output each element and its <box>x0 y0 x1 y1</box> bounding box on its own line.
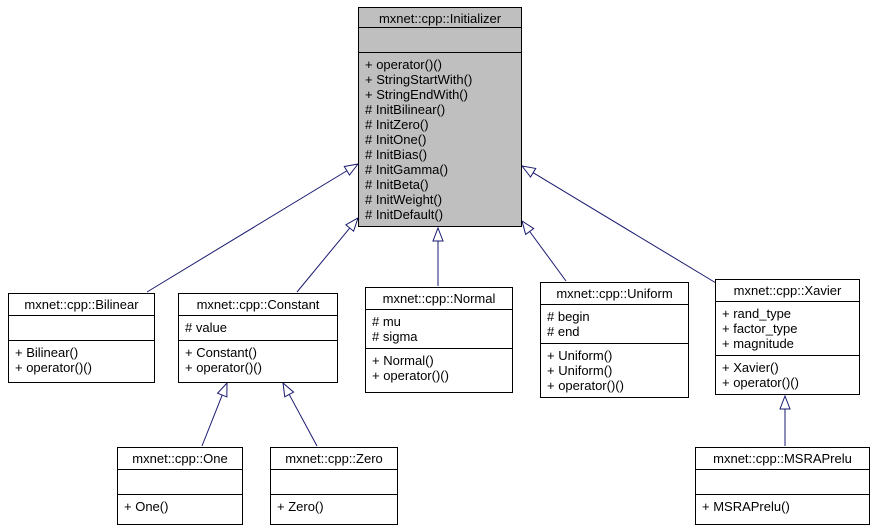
class-node-normal[interactable]: mxnet::cpp::Normal # mu # sigma + Normal… <box>365 287 513 393</box>
inheritance-arrow-xavier <box>520 165 717 284</box>
inheritance-arrow-zero <box>282 381 318 447</box>
class-node-bilinear[interactable]: mxnet::cpp::Bilinear + Bilinear() + oper… <box>8 293 155 383</box>
method: # InitBeta() <box>365 177 429 192</box>
attribute: + magnitude <box>722 336 794 351</box>
attributes-section <box>359 28 521 53</box>
method: + Bilinear() <box>15 345 79 360</box>
method: + Uniform() <box>547 348 613 363</box>
method: + operator()() <box>365 57 442 72</box>
attribute: # mu <box>372 314 401 329</box>
class-name: mxnet::cpp::One <box>118 448 242 470</box>
method: + MSRAPrelu() <box>702 499 790 514</box>
method: + Normal() <box>372 353 434 368</box>
inheritance-arrow-one <box>201 381 228 447</box>
class-node-msraprelu[interactable]: mxnet::cpp::MSRAPrelu + MSRAPrelu() <box>695 447 870 525</box>
method: # InitWeight() <box>365 192 443 207</box>
method: + operator()() <box>722 375 799 390</box>
attributes-section: + rand_type + factor_type + magnitude <box>716 302 859 356</box>
method: + Zero() <box>277 499 324 514</box>
attributes-section: # value <box>179 316 337 341</box>
method: + operator()() <box>547 378 624 393</box>
inheritance-arrow-normal <box>432 226 444 286</box>
method: + operator()() <box>185 360 262 375</box>
attribute: # begin <box>547 309 590 324</box>
attribute: + factor_type <box>722 321 798 336</box>
method: + Uniform() <box>547 363 613 378</box>
attributes-section: # begin # end <box>541 305 688 344</box>
method: # InitGamma() <box>365 162 449 177</box>
method: # InitBilinear() <box>365 102 446 117</box>
method: # InitZero() <box>365 117 429 132</box>
methods-section: + Normal() + operator()() <box>366 349 512 392</box>
class-name: mxnet::cpp::MSRAPrelu <box>696 448 869 470</box>
class-name: mxnet::cpp::Initializer <box>359 8 521 28</box>
method: + StringEndWith() <box>365 87 468 102</box>
class-node-zero[interactable]: mxnet::cpp::Zero + Zero() <box>270 447 398 525</box>
attribute: # value <box>185 320 227 335</box>
methods-section: + MSRAPrelu() <box>696 495 869 524</box>
class-node-one[interactable]: mxnet::cpp::One + One() <box>117 447 243 525</box>
methods-section: + Xavier() + operator()() <box>716 356 859 394</box>
class-name: mxnet::cpp::Constant <box>179 294 337 316</box>
class-node-uniform[interactable]: mxnet::cpp::Uniform # begin # end + Unif… <box>540 282 689 398</box>
method: # InitOne() <box>365 132 427 147</box>
method: # InitBias() <box>365 147 428 162</box>
attributes-section <box>271 470 397 495</box>
attributes-section <box>696 470 869 495</box>
attribute: # end <box>547 324 580 339</box>
class-node-initializer[interactable]: mxnet::cpp::Initializer + operator()() +… <box>358 7 522 227</box>
method: + Xavier() <box>722 360 779 375</box>
class-name: mxnet::cpp::Xavier <box>716 280 859 302</box>
class-name: mxnet::cpp::Bilinear <box>9 294 154 316</box>
class-node-constant[interactable]: mxnet::cpp::Constant # value + Constant(… <box>178 293 338 383</box>
method: + operator()() <box>15 360 92 375</box>
class-node-xavier[interactable]: mxnet::cpp::Xavier + rand_type + factor_… <box>715 279 860 395</box>
methods-section: + Constant() + operator()() <box>179 341 337 382</box>
attributes-section: # mu # sigma <box>366 310 512 349</box>
methods-section: + operator()() + StringStartWith() + Str… <box>359 53 521 226</box>
methods-section: + Zero() <box>271 495 397 524</box>
inheritance-arrow-msraprelu <box>779 394 791 446</box>
attributes-section <box>118 470 242 495</box>
method: + StringStartWith() <box>365 72 473 87</box>
methods-section: + Uniform() + Uniform() + operator()() <box>541 344 688 397</box>
attribute: + rand_type <box>722 306 792 321</box>
method: # InitDefault() <box>365 207 444 222</box>
methods-section: + One() <box>118 495 242 524</box>
method: + One() <box>124 499 169 514</box>
inheritance-arrow-uniform <box>521 219 567 282</box>
methods-section: + Bilinear() + operator()() <box>9 341 154 382</box>
class-name: mxnet::cpp::Uniform <box>541 283 688 305</box>
attribute: # sigma <box>372 329 418 344</box>
inheritance-arrow-constant <box>296 216 359 293</box>
inheritance-arrow-bilinear <box>146 163 360 293</box>
attributes-section <box>9 316 154 341</box>
class-name: mxnet::cpp::Zero <box>271 448 397 470</box>
method: + operator()() <box>372 368 449 383</box>
method: + Constant() <box>185 345 257 360</box>
class-name: mxnet::cpp::Normal <box>366 288 512 310</box>
